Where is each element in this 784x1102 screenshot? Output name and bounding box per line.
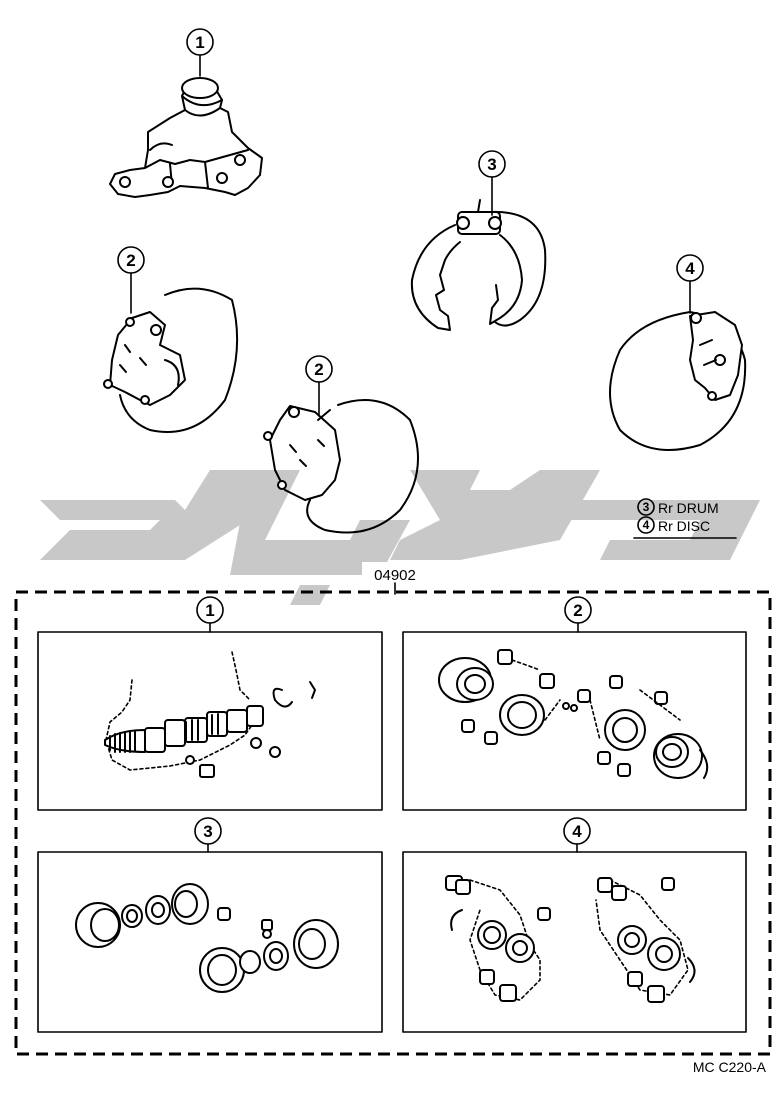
callout-1-kit: 1	[196, 596, 224, 633]
repair-kit-frame: 04902	[14, 562, 772, 1056]
callout-3-top: 3	[478, 150, 506, 216]
callout-2-kit-label: 2	[573, 601, 582, 620]
rear-disc-caliper	[609, 311, 747, 451]
kit-part-number: 04902	[374, 567, 416, 584]
callout-4-kit-label: 4	[572, 822, 582, 841]
legend-rr-drum: Rr DRUM	[658, 500, 719, 516]
callout-4-top-label: 4	[685, 259, 695, 278]
master-cylinder-assembly	[109, 77, 263, 198]
kit-box-4	[402, 851, 747, 1033]
legend-rr-disc: Rr DISC	[658, 518, 710, 534]
kit-box-2	[402, 631, 747, 811]
callout-4-top: 4	[676, 254, 704, 314]
callout-1-kit-label: 1	[205, 601, 214, 620]
callout-3-kit-label: 3	[203, 822, 212, 841]
kit-box-1	[37, 631, 383, 811]
legend-4-number: 4	[643, 518, 650, 532]
callout-3-top-label: 3	[487, 155, 496, 174]
front-disc-caliper-2	[263, 399, 419, 534]
callout-2-upper-label: 2	[126, 251, 135, 270]
callout-2-middle-label: 2	[314, 360, 323, 379]
callout-1-top: 1	[186, 28, 214, 77]
front-disc-caliper-1	[103, 287, 239, 433]
callout-2-kit: 2	[564, 596, 592, 633]
drawing-code: MC C220-A	[693, 1059, 767, 1075]
legend: 3 Rr DRUM 4 Rr DISC	[633, 498, 737, 539]
watermark-logo	[40, 470, 760, 605]
legend-3-number: 3	[643, 500, 650, 514]
callout-1-top-label: 1	[195, 33, 204, 52]
callout-2-middle: 2	[305, 355, 333, 417]
callout-4-kit: 4	[563, 817, 591, 853]
callout-2-upper: 2	[117, 246, 145, 314]
callout-3-kit: 3	[194, 817, 222, 853]
rear-drum-wheel-cylinder	[410, 199, 547, 331]
kit-box-3	[37, 851, 383, 1033]
